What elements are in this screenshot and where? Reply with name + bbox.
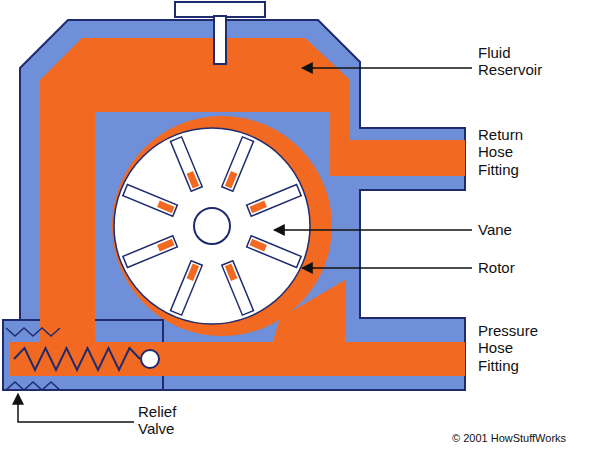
vane-slot bbox=[225, 171, 238, 188]
vane bbox=[170, 137, 202, 191]
vanes bbox=[123, 137, 301, 315]
shaft bbox=[194, 208, 230, 244]
vane bbox=[123, 184, 177, 216]
filler-cap bbox=[175, 2, 265, 17]
vane-slot bbox=[157, 201, 174, 214]
vane bbox=[170, 261, 202, 315]
leader-line bbox=[302, 67, 472, 69]
fluid-passages bbox=[10, 38, 465, 376]
vane-slot bbox=[249, 201, 266, 214]
relief-ball bbox=[141, 350, 159, 368]
vane-slot bbox=[187, 171, 200, 188]
part-label: Relief Valve bbox=[138, 403, 190, 438]
rotor bbox=[114, 128, 310, 324]
vane-slot bbox=[157, 239, 174, 252]
vane bbox=[123, 236, 177, 268]
vane-slot bbox=[249, 239, 266, 252]
vane bbox=[222, 261, 254, 315]
part-label: Vane bbox=[478, 221, 558, 238]
vane-slot bbox=[225, 263, 238, 280]
vane bbox=[247, 236, 301, 268]
part-label: Return Hose Fitting bbox=[478, 126, 538, 178]
cam-chamber bbox=[112, 116, 332, 336]
vane bbox=[247, 184, 301, 216]
leader-line bbox=[274, 229, 472, 231]
part-label: Fluid Reservoir bbox=[478, 44, 558, 79]
copyright-note: © 2001 HowStuffWorks bbox=[452, 432, 566, 445]
relief-spring bbox=[14, 348, 140, 370]
thread bbox=[6, 328, 60, 336]
leader-line bbox=[18, 394, 134, 422]
part-label: Pressure Hose Fitting bbox=[478, 322, 550, 374]
thread bbox=[6, 382, 60, 390]
dipstick bbox=[214, 16, 226, 64]
vane-slot bbox=[187, 263, 200, 280]
part-label: Rotor bbox=[478, 259, 558, 276]
vane bbox=[222, 137, 254, 191]
leader-line bbox=[302, 267, 472, 269]
